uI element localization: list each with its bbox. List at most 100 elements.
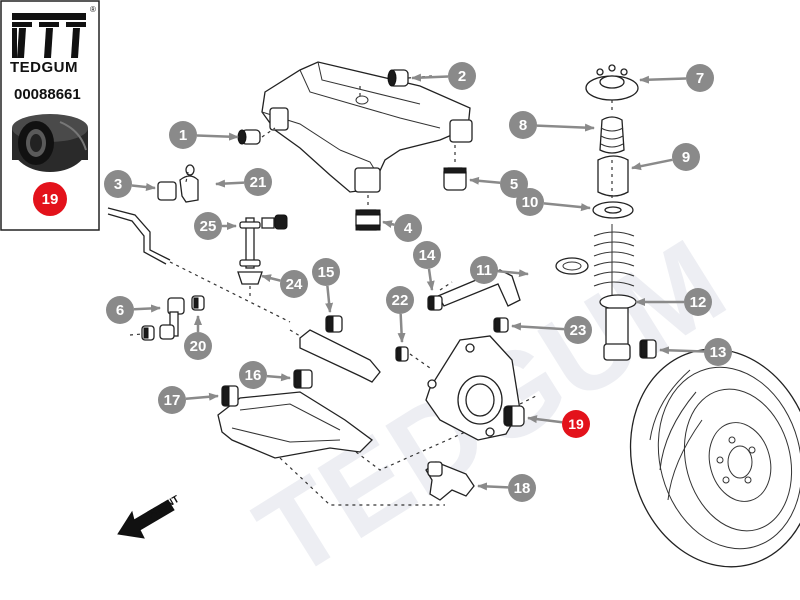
callout-number-5: 5 [510, 176, 518, 193]
callout-badge-8 [509, 111, 537, 139]
callout-number-23: 23 [570, 322, 587, 339]
callout-leader-11 [497, 269, 529, 278]
bushing-3-21 [157, 164, 199, 203]
callout-10: 10 [516, 188, 591, 216]
callout-5: 5 [469, 170, 528, 198]
callout-number-6: 6 [116, 302, 124, 319]
callout-leader-13 [659, 346, 705, 355]
callout-11: 11 [470, 256, 529, 284]
callout-number-12: 12 [690, 294, 707, 311]
callout-leader-21 [215, 179, 245, 188]
callout-25: 25 [194, 212, 237, 240]
lateral-arm-15 [289, 315, 431, 383]
callout-number-22: 22 [392, 292, 409, 309]
callout-leader-5 [469, 176, 501, 185]
bushing-photo [12, 114, 88, 172]
bushing-4 [355, 195, 381, 231]
front-direction-arrow: FRONT [117, 494, 181, 539]
registered-mark: ® [90, 5, 96, 14]
callout-leader-8 [536, 123, 595, 132]
brand-panel: ® TEDGUM 00088661 19 [0, 0, 100, 231]
callout-badge-3 [104, 170, 132, 198]
callout-badge-2 [448, 62, 476, 90]
callout-16: 16 [239, 361, 291, 389]
callout-17: 17 [158, 386, 219, 414]
callout-15: 15 [312, 258, 340, 313]
callout-leader-22 [397, 313, 406, 343]
bolt-18 [425, 461, 475, 501]
callout-number-21: 21 [250, 174, 267, 191]
callout-number-16: 16 [245, 367, 262, 384]
callout-leader-6 [133, 304, 161, 313]
callout-badge-7 [686, 64, 714, 92]
highlight-number-badge [33, 182, 67, 216]
callout-number-15: 15 [318, 264, 335, 281]
callout-14: 14 [413, 241, 441, 291]
callout-leader-10 [543, 202, 591, 212]
callout-number-13: 13 [710, 344, 727, 361]
callout-badge-1 [169, 121, 197, 149]
callout-1: 1 [169, 121, 239, 149]
callout-leader-17 [185, 392, 219, 401]
callout-leader-19 [527, 415, 563, 424]
callout-24: 24 [261, 270, 308, 298]
callout-leader-1 [196, 132, 239, 141]
callout-6: 6 [106, 296, 161, 324]
wheel-knuckle [425, 335, 521, 441]
callout-20: 20 [184, 315, 212, 360]
callout-leader-18 [477, 482, 509, 491]
callout-badge-5 [500, 170, 528, 198]
part-number: 00088661 [14, 86, 81, 103]
callout-leader-14 [426, 268, 435, 291]
callouts: 1234567891011121314151617181920212223242… [104, 62, 732, 502]
callout-badge-20 [184, 332, 212, 360]
callout-18: 18 [477, 474, 536, 502]
callout-8: 8 [509, 111, 595, 139]
callout-2: 2 [411, 62, 476, 90]
callout-leader-9 [631, 158, 673, 171]
callout-badge-12 [684, 288, 712, 316]
callout-number-14: 14 [419, 247, 436, 264]
callout-4: 4 [382, 214, 422, 242]
callout-leader-3 [131, 183, 156, 192]
callout-leader-4 [382, 220, 395, 228]
callout-9: 9 [631, 143, 700, 171]
callout-number-24: 24 [286, 276, 303, 293]
callout-number-18: 18 [514, 480, 531, 497]
callout-number-7: 7 [696, 70, 704, 87]
callout-badge-14 [413, 241, 441, 269]
callout-21: 21 [215, 168, 272, 196]
callout-number-10: 10 [522, 194, 539, 211]
brand-logo-icon [12, 13, 86, 58]
callout-22: 22 [386, 286, 414, 343]
callout-number-17: 17 [164, 392, 181, 409]
callout-13: 13 [659, 338, 732, 366]
callout-number-25: 25 [200, 218, 217, 235]
highlight-number: 19 [42, 191, 59, 208]
bushing-19 [503, 395, 537, 427]
brand-name: TEDGUM [10, 59, 78, 76]
callout-number-1: 1 [179, 127, 187, 144]
bushing-23 [493, 317, 509, 333]
callout-badge-21 [244, 168, 272, 196]
callout-badge-10 [516, 188, 544, 216]
callout-number-4: 4 [404, 220, 413, 237]
subframe [261, 61, 473, 193]
callout-badge-11 [470, 256, 498, 284]
callout-number-20: 20 [190, 338, 207, 355]
callout-badge-24 [280, 270, 308, 298]
callout-leader-15 [325, 285, 334, 313]
callout-number-8: 8 [519, 117, 527, 134]
link-25-24 [237, 214, 288, 300]
callout-number-3: 3 [114, 176, 122, 193]
callout-badge-18 [508, 474, 536, 502]
callout-23: 23 [511, 316, 592, 344]
callout-number-11: 11 [476, 262, 492, 279]
callout-badge-6 [106, 296, 134, 324]
callout-number-19: 19 [568, 416, 584, 432]
callout-badge-4 [394, 214, 422, 242]
stabilizer-bar [107, 207, 291, 323]
callout-leader-24 [261, 274, 281, 283]
callout-leader-23 [511, 322, 565, 331]
